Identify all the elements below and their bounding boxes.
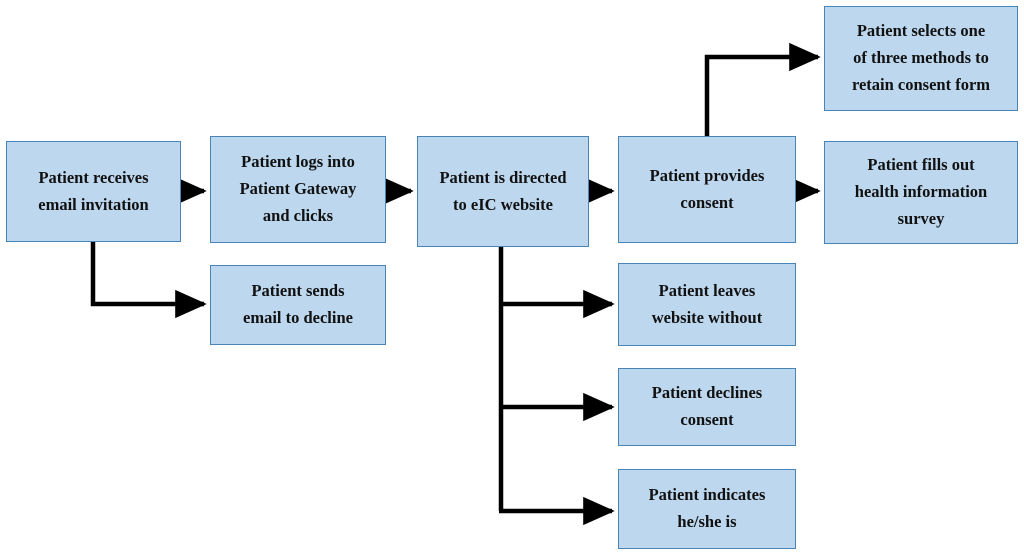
- node-patient-selects-retain-method[interactable]: Patient selects one of three methods to …: [824, 6, 1018, 111]
- node-label: Patient sends email to decline: [243, 281, 353, 327]
- node-patient-receives-email-invitation[interactable]: Patient receives email invitation: [6, 141, 181, 242]
- node-patient-leaves-website-without[interactable]: Patient leaves website without: [618, 263, 796, 346]
- node-label: Patient leaves website without: [651, 280, 763, 327]
- connector-provides-to-selects-methods: [704, 42, 821, 136]
- node-label: Patient provides consent: [649, 165, 765, 212]
- node-label: Patient receives email invitation: [38, 167, 149, 214]
- node-patient-indicates-he-she-is[interactable]: Patient indicates he/she is: [618, 469, 796, 549]
- node-patient-logs-into-patient-gateway[interactable]: Patient logs into Patient Gateway and cl…: [210, 136, 386, 243]
- node-patient-provides-consent[interactable]: Patient provides consent: [618, 136, 796, 243]
- node-label: Patient indicates he/she is: [648, 485, 766, 531]
- node-label: Patient declines consent: [651, 383, 763, 429]
- node-label: Patient fills out health information sur…: [854, 155, 988, 228]
- node-patient-is-directed-to-eic-website[interactable]: Patient is directed to eIC website: [417, 136, 589, 247]
- node-patient-sends-email-to-decline[interactable]: Patient sends email to decline: [210, 265, 386, 345]
- node-patient-declines-consent[interactable]: Patient declines consent: [618, 368, 796, 446]
- connector-receives-to-sends-email: [90, 242, 207, 319]
- node-label: Patient logs into Patient Gateway and cl…: [239, 152, 357, 225]
- node-label: Patient is directed to eIC website: [439, 167, 567, 214]
- node-label: Patient selects one of three methods to …: [851, 21, 991, 94]
- node-patient-fills-out-health-survey[interactable]: Patient fills out health information sur…: [824, 141, 1018, 244]
